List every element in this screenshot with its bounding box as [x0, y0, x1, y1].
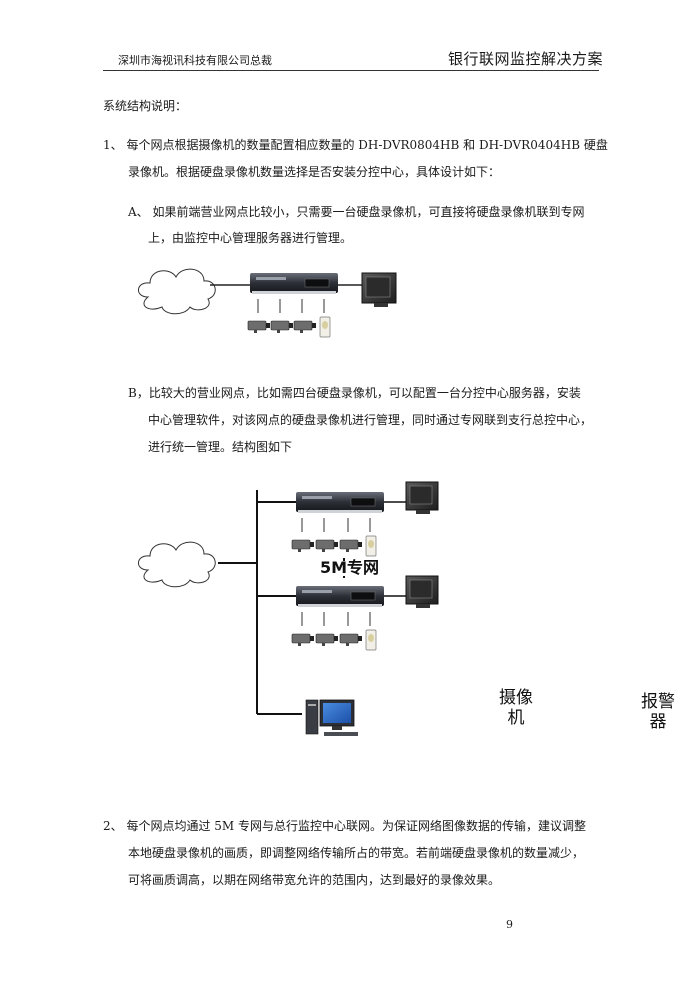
camera-icon — [291, 633, 314, 646]
monitor-icon — [361, 272, 397, 307]
diagram-b: 5M专网 — [138, 481, 439, 736]
alarm-label: 报警 器 — [641, 692, 675, 732]
camera-icon — [293, 320, 316, 333]
itemB-line2: 中心管理软件，对该网点的硬盘录像机进行管理，同时通过专网联到支行总控中心， — [148, 413, 593, 427]
camera-label: 摄像 机 — [499, 688, 533, 728]
itemA-line1: A、 如果前端营业网点比较小，只需要一台硬盘录像机，可直接将硬盘录像机联到专网 — [128, 205, 585, 219]
header-company: 深圳市海视讯科技有限公司总裁 — [118, 54, 272, 67]
camera-icon — [247, 320, 270, 333]
alarm-sensor-icon — [319, 316, 331, 338]
item1-line2: 录像机。根据硬盘录像机数量选择是否安装分控中心，具体设计如下： — [128, 165, 501, 179]
camera-icon — [315, 539, 338, 552]
alarm-sensor-icon — [365, 629, 377, 651]
camera-icon — [339, 633, 362, 646]
header-rule — [103, 70, 599, 71]
dvr-icon — [296, 492, 384, 513]
item2-line2: 本地硬盘录像机的画质，即调整网络传输所占的带宽。若前端硬盘录像机的数量减少， — [128, 846, 585, 860]
network-cloud-icon — [138, 268, 216, 315]
itemA-line2: 上，由监控中心管理服务器进行管理。 — [148, 231, 353, 245]
item2-line3: 可将画质调高，以期在网络带宽允许的范围内，达到最好的录像效果。 — [128, 873, 501, 887]
alarm-sensor-icon — [365, 535, 377, 557]
item2-line1: 2、 每个网点均通过 5M 专网与总行监控中心联网。为保证网络图像数据的传输，建… — [103, 819, 587, 833]
item1-line1: 1、 每个网点根据摄像机的数量配置相应数量的 DH-DVR0804HB 和 DH… — [103, 138, 608, 152]
monitor-icon — [405, 481, 439, 514]
camera-icon — [339, 539, 362, 552]
itemB-line1: B，比较大的营业网点，比如需四台硬盘录像机，可以配置一台分控中心服务器，安装 — [128, 386, 581, 400]
network-cloud-icon — [138, 541, 216, 588]
itemB-line3: 进行统一管理。结构图如下 — [148, 440, 293, 454]
network-label: 5M专网 — [320, 558, 379, 577]
section-title: 系统结构说明： — [103, 99, 188, 113]
header-doc-title: 银行联网监控解决方案 — [448, 50, 604, 68]
dvr-icon — [250, 273, 338, 294]
camera-icon — [291, 539, 314, 552]
camera-icon — [270, 320, 293, 333]
dvr-icon — [296, 586, 384, 607]
page-number: 9 — [506, 918, 513, 931]
computer-icon — [305, 699, 358, 736]
camera-icon — [315, 633, 338, 646]
monitor-icon — [405, 575, 439, 608]
diagram-a — [138, 268, 397, 338]
